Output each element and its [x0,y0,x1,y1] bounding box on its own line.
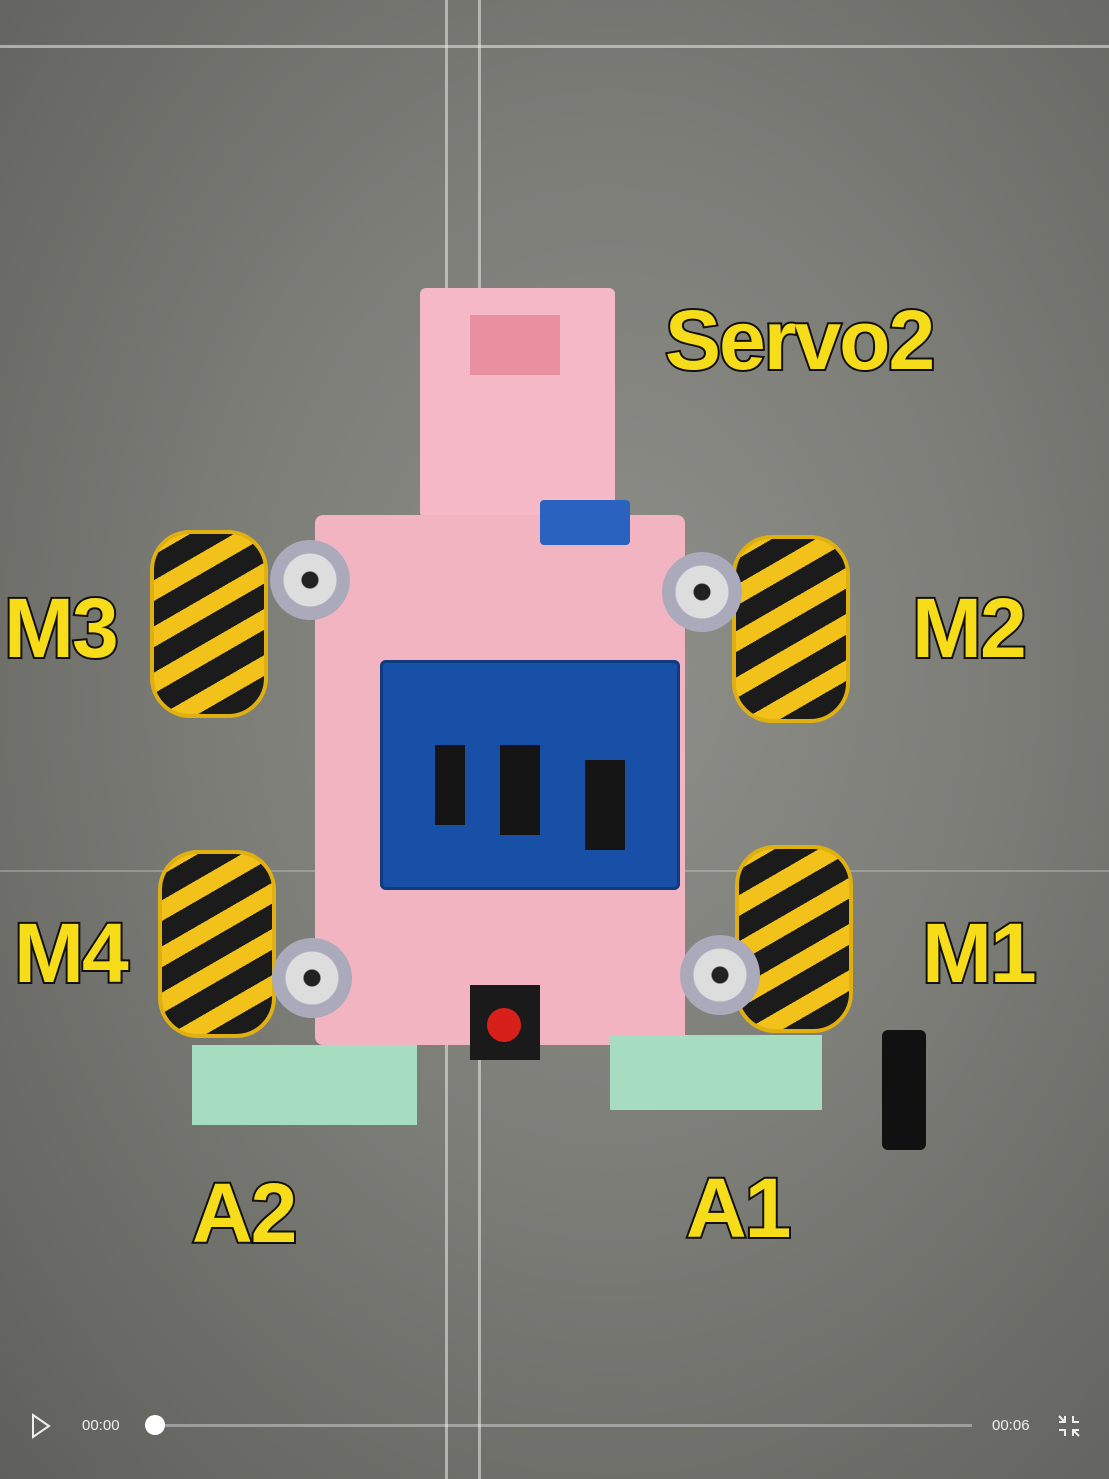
label-m2: M2 [910,579,1029,677]
progress-slider[interactable] [152,1424,972,1427]
duration: 00:06 [992,1417,1030,1434]
wheel-m1 [735,845,853,1033]
motor-hub [662,552,742,632]
progress-thumb[interactable] [145,1415,165,1435]
motor-hub [272,938,352,1018]
motor-hub [270,540,350,620]
wheel-m2 [732,535,850,723]
label-m1: M1 [920,904,1039,1002]
chip [585,760,625,850]
servo-motor [540,500,630,545]
chip [500,745,540,835]
motor-hub [680,935,760,1015]
current-time: 00:00 [82,1417,120,1434]
label-a2: A2 [190,1164,299,1262]
sensor-a2 [192,1045,417,1125]
leather-seam [0,45,1109,48]
servo-window [470,315,560,375]
play-icon[interactable] [30,1413,52,1439]
label-m4: M4 [12,904,131,1002]
wheel-m3 [150,530,268,718]
power-cable [882,1030,926,1150]
chip [435,745,465,825]
label-servo2: Servo2 [663,291,937,389]
label-m3: M3 [2,579,121,677]
label-a1: A1 [684,1159,793,1257]
exit-fullscreen-icon[interactable] [1057,1414,1081,1438]
wheel-m4 [158,850,276,1038]
sensor-a1 [610,1035,822,1110]
red-button [487,1008,521,1042]
